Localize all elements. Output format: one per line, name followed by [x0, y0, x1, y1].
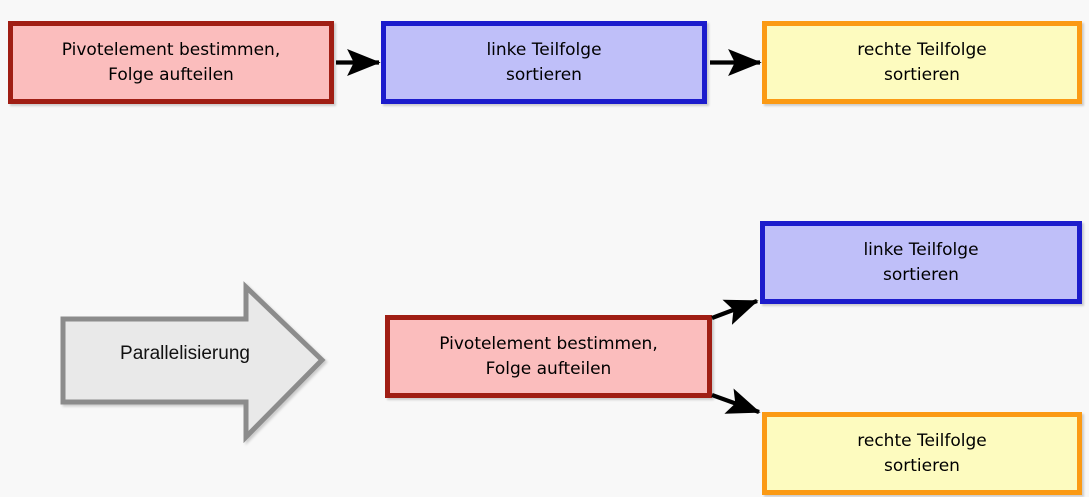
box-top-pivot-label: Pivotelement bestimmen, Folge aufteilen: [61, 39, 281, 85]
box-bottom-pivot[interactable]: Pivotelement bestimmen, Folge aufteilen: [385, 315, 712, 398]
box-bottom-right-label: rechte Teilfolge sortieren: [857, 430, 987, 476]
connector-arrow-bottom-up: [711, 299, 759, 325]
box-top-pivot[interactable]: Pivotelement bestimmen, Folge aufteilen: [8, 21, 334, 104]
box-bottom-pivot-label: Pivotelement bestimmen, Folge aufteilen: [439, 333, 658, 379]
box-bottom-left-subsequence[interactable]: linke Teilfolge sortieren: [760, 221, 1082, 304]
connector-arrow-bottom-down: [711, 388, 761, 414]
box-bottom-right-subsequence[interactable]: rechte Teilfolge sortieren: [762, 412, 1082, 495]
box-top-left-label: linke Teilfolge sortieren: [486, 39, 602, 85]
box-top-left-subsequence[interactable]: linke Teilfolge sortieren: [381, 21, 707, 104]
box-top-right-label: rechte Teilfolge sortieren: [857, 39, 987, 85]
box-bottom-left-label: linke Teilfolge sortieren: [863, 239, 979, 285]
parallelisierung-label: Parallelisierung: [120, 343, 250, 364]
box-top-right-subsequence[interactable]: rechte Teilfolge sortieren: [762, 21, 1082, 104]
